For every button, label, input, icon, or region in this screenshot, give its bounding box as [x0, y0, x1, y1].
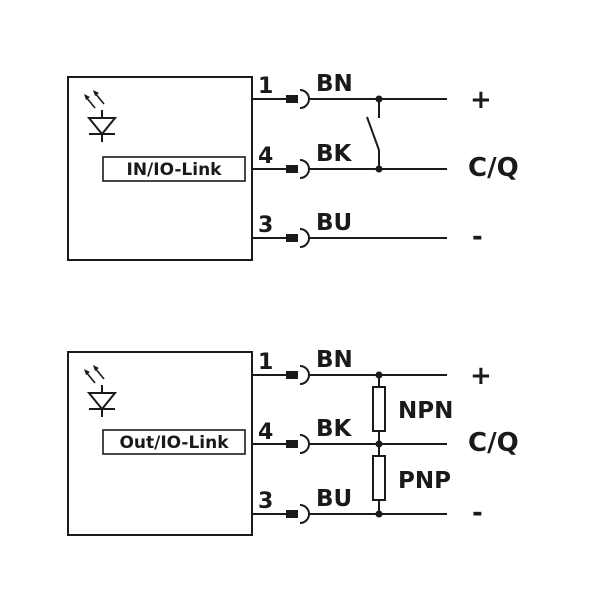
pin-number: 1 [258, 350, 273, 375]
module-label-box [102, 429, 246, 455]
terminal-label: - [472, 498, 483, 528]
wire-bu [252, 228, 447, 248]
pin-number: 3 [258, 213, 273, 238]
switch-symbol [366, 95, 383, 173]
terminal-label: - [472, 222, 483, 252]
npn-label: NPN [398, 398, 453, 424]
diagram-in-io-link: IN/IO-Link 1 4 3 BN BK BU [67, 71, 519, 261]
wire-color-label: BU [316, 486, 352, 512]
pin-number: 4 [258, 144, 273, 169]
wire-color-label: BN [316, 71, 353, 97]
module-label: IN/IO-Link [127, 160, 223, 180]
terminal-label: + [470, 85, 492, 115]
resistor-npn [372, 371, 386, 444]
terminal-label: C/Q [468, 153, 519, 183]
pin-number: 1 [258, 74, 273, 99]
led-icon [84, 90, 118, 142]
module-label: Out/IO-Link [119, 433, 229, 453]
wire-color-label: BK [316, 141, 353, 167]
wire-color-label: BU [316, 210, 352, 236]
module-label-box [102, 156, 246, 182]
wire-color-label: BK [316, 416, 353, 442]
diagram-out-io-link: Out/IO-Link 1 4 3 BN BK BU [67, 347, 519, 536]
terminal-label: C/Q [468, 428, 519, 458]
terminal-label: + [470, 361, 492, 391]
pin-number: 3 [258, 489, 273, 514]
pnp-label: PNP [398, 468, 451, 494]
pin-number: 4 [258, 420, 273, 445]
led-icon [84, 365, 118, 417]
resistor-pnp [372, 440, 386, 518]
wire-color-label: BN [316, 347, 353, 373]
